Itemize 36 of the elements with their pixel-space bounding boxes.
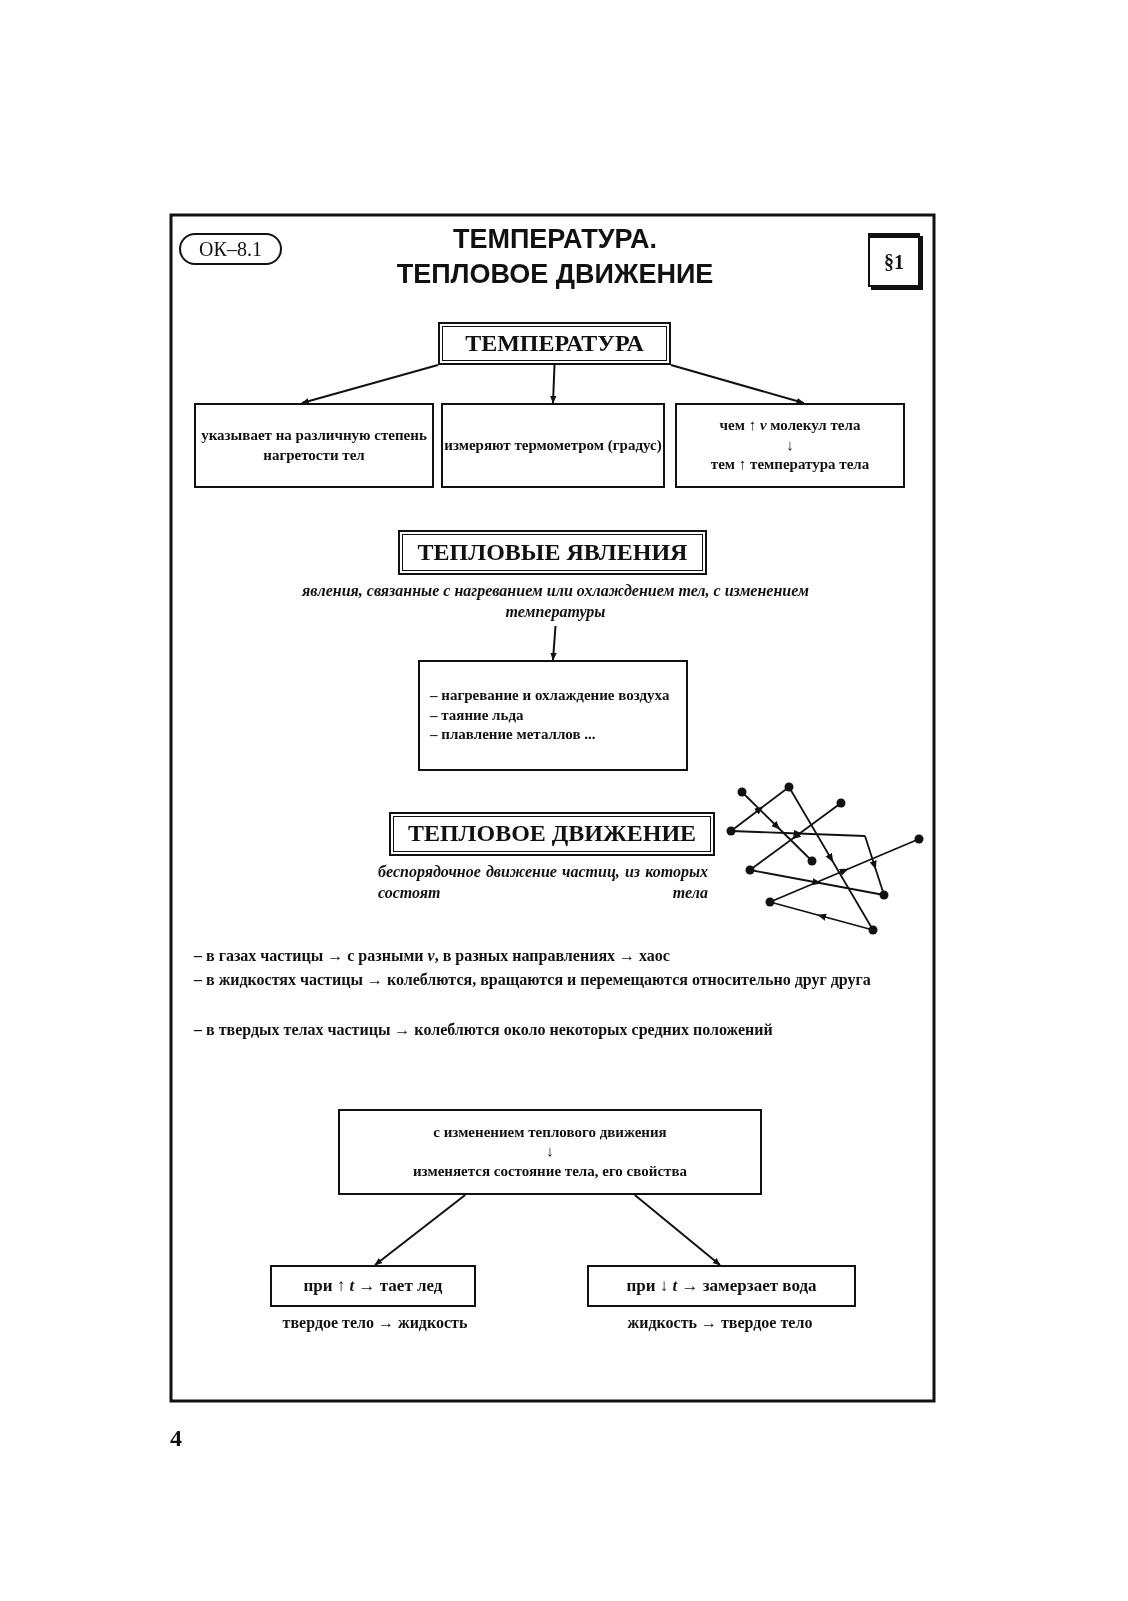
definition-text: беспорядочное движение частиц, из которых состоят тела (378, 862, 708, 903)
box-line: тем ↑ температура тела (710, 455, 870, 475)
arrow (550, 625, 557, 661)
arrow (550, 364, 557, 404)
info-box: указывает на различную степень нагретости тел (194, 403, 434, 488)
info-box: измеряют термометром (градус) (441, 403, 665, 488)
arrow (301, 364, 439, 405)
bullet-text: – в твердых телах частицы → колеблются около некоторых средних положений (194, 1020, 774, 1041)
box-line: изменяется состояние тела, его свойства (412, 1161, 687, 1181)
definition-text: явления, связанные с нагреванием или охлаждением тел, с изменением температуры (300, 581, 810, 623)
box-line: – нагревание и охлаждение воздуха (430, 686, 670, 706)
concept-box: ТЕМПЕРАТУРА (438, 322, 671, 365)
info-box (675, 403, 905, 488)
arrow (670, 364, 805, 405)
box-line: – плавление металлов ... (430, 725, 596, 745)
section-note: §1 (868, 233, 920, 287)
box-line: ↓ (786, 435, 794, 455)
concept-box: ТЕПЛОВЫЕ ЯВЛЕНИЯ (398, 530, 707, 575)
page-number: 4 (170, 1424, 183, 1453)
box-line: чем ↑ v молекул тела (719, 416, 861, 436)
bullet-text: – в жидкостях частицы → колеблются, вращаются и перемещаются относительно друг друга (194, 970, 872, 991)
definition-text: жидкость → твердое тело (626, 1313, 814, 1334)
box-line: – таяние льда (430, 705, 524, 725)
examples-box (418, 660, 688, 771)
arrow (633, 1194, 721, 1266)
definition-text: твердое тело → жидкость (281, 1313, 469, 1334)
box-line: ↓ (546, 1142, 554, 1162)
process-box (338, 1109, 762, 1195)
result-box: при ↓ t → замерзает вода (587, 1265, 856, 1307)
bullet-text: – в газах частицы → с разными v, в разных направлениях → хаос (194, 946, 671, 967)
arrow (374, 1194, 467, 1266)
code-badge: ОК–8.1 (179, 233, 282, 265)
box-line: с изменением теплового движения (433, 1122, 667, 1142)
title: ТЕМПЕРАТУРА. ТЕПЛОВОЕ ДВИЖЕНИЕ (395, 223, 715, 292)
concept-box: ТЕПЛОВОЕ ДВИЖЕНИЕ (389, 812, 715, 856)
result-box: при ↑ t → тает лед (270, 1265, 476, 1307)
